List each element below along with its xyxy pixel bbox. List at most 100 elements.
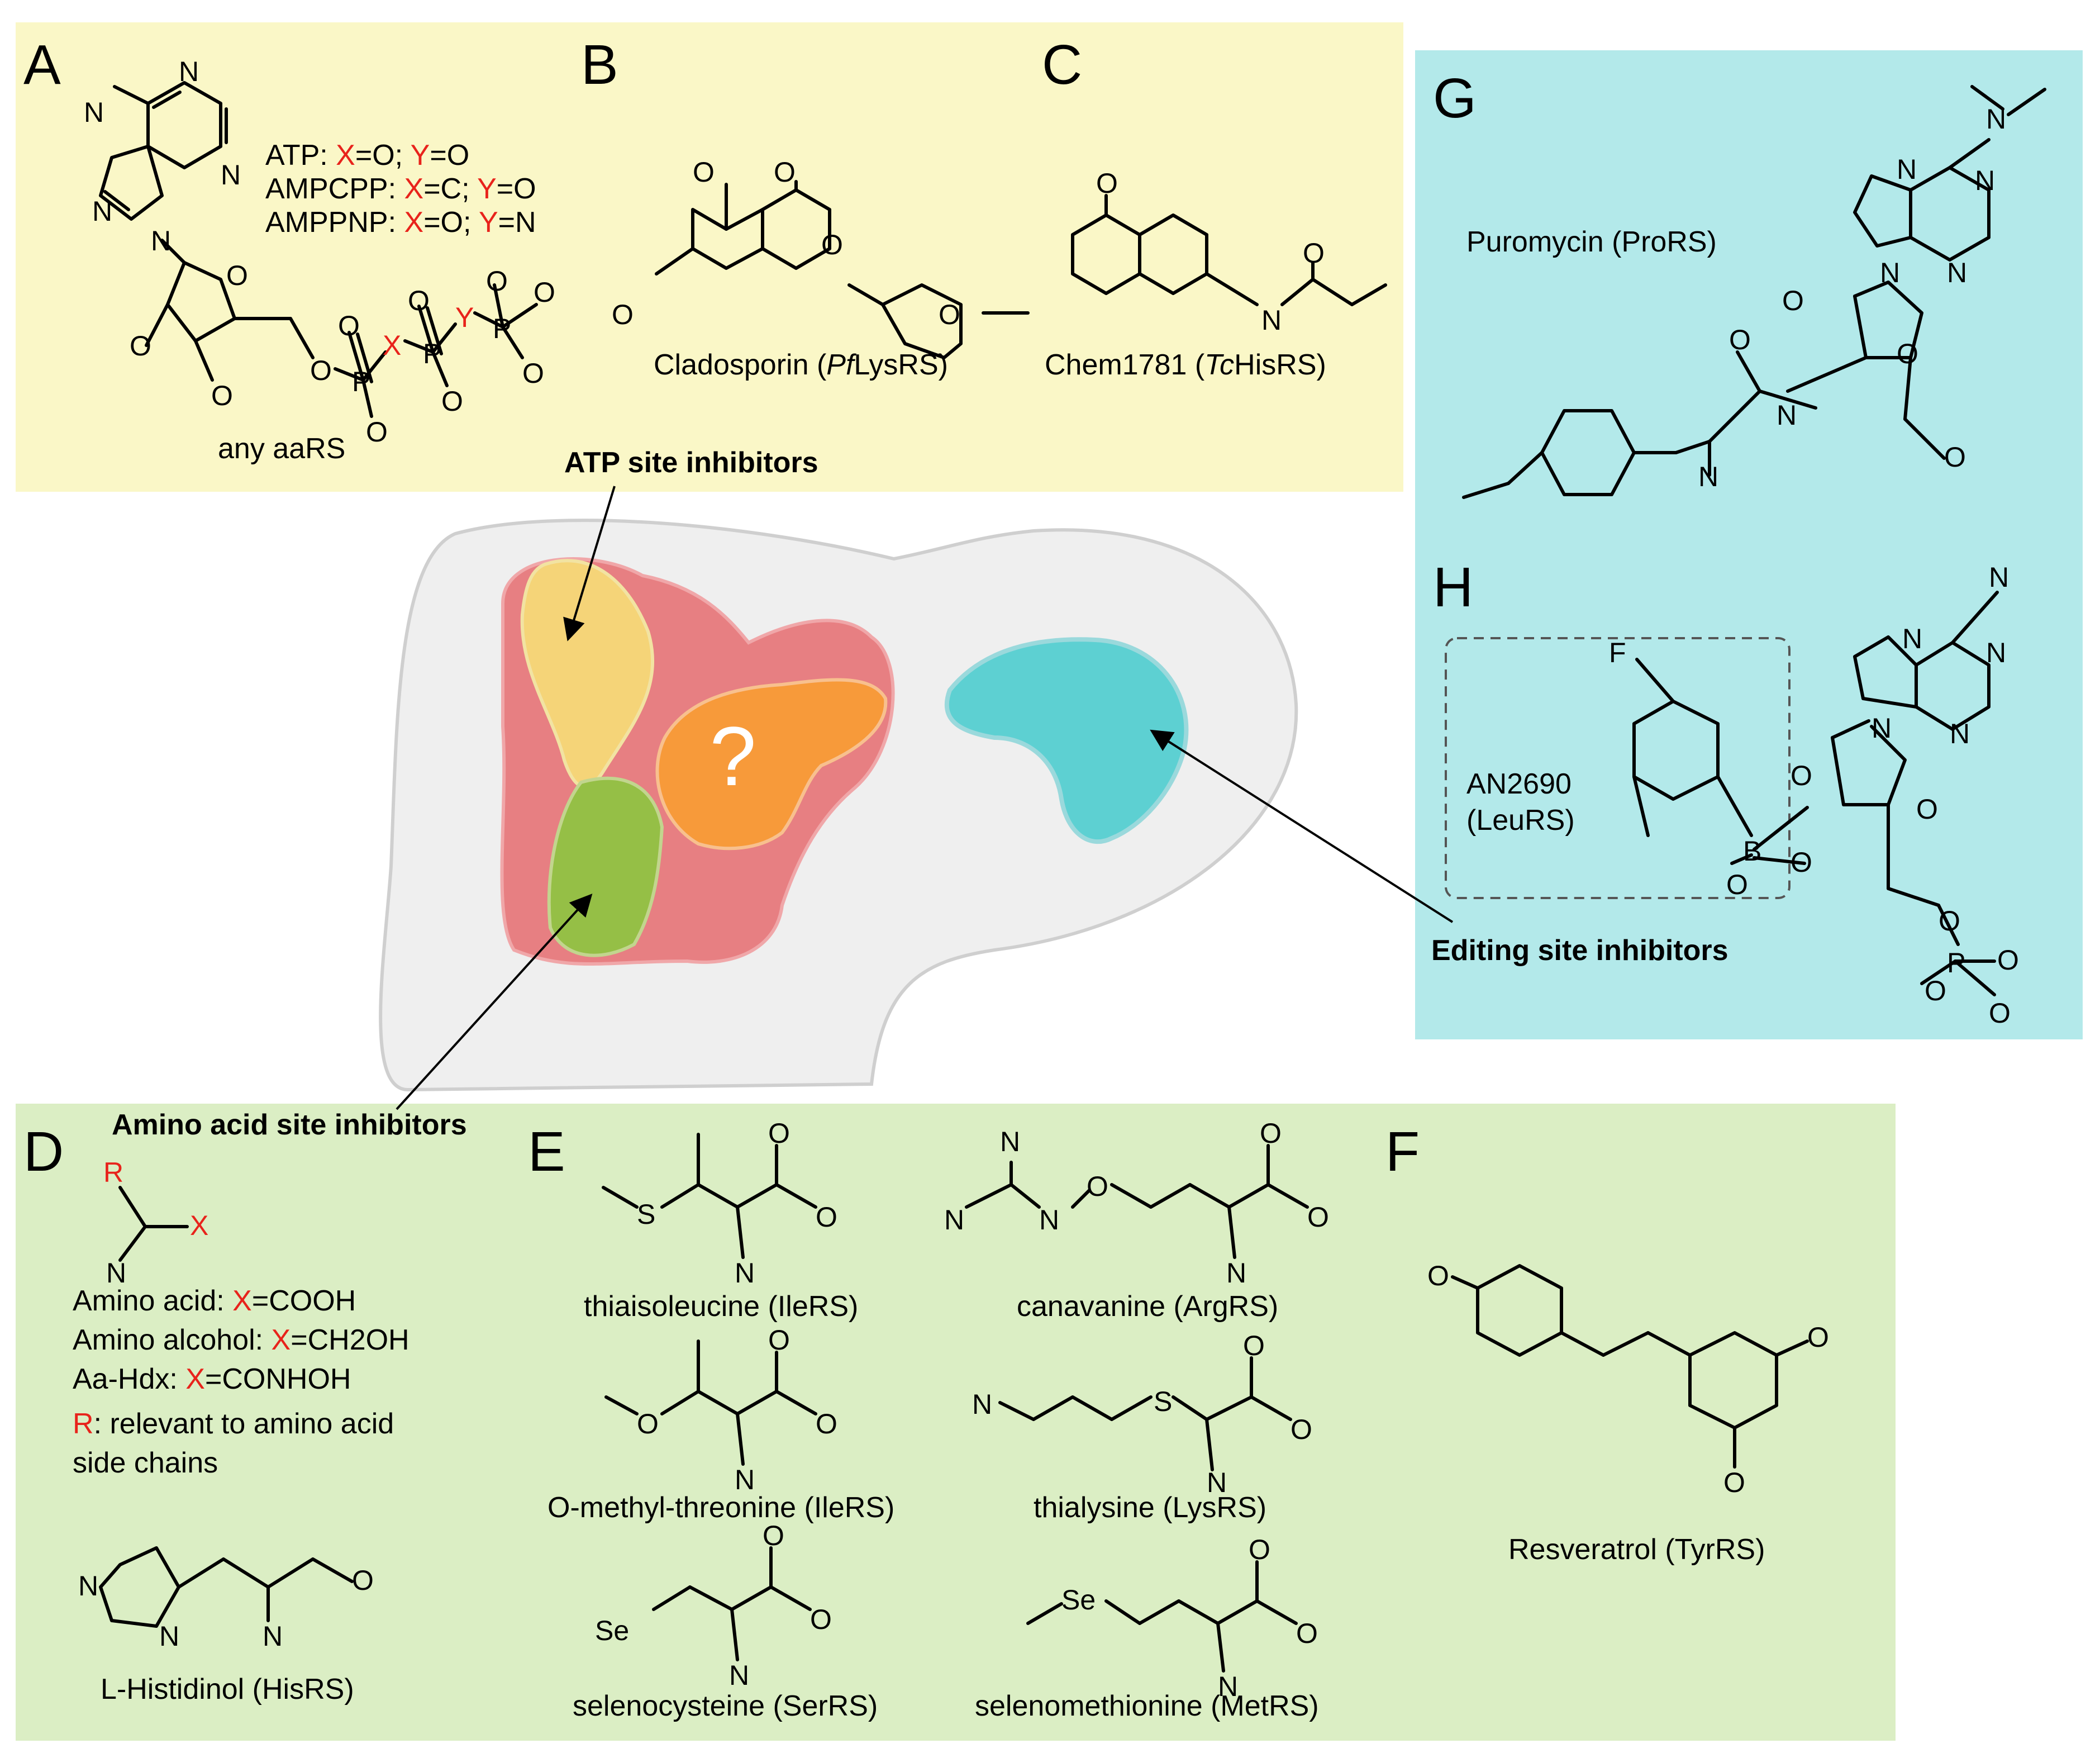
- atom-n: N: [1947, 257, 1967, 288]
- panel-gh-background: [1415, 50, 2083, 1039]
- atom-n: N: [1207, 1467, 1227, 1498]
- atom-x: X: [190, 1210, 208, 1241]
- arrow-amino-acid-site: [396, 894, 593, 1110]
- atom-p: P: [493, 313, 511, 344]
- atom-o: O: [816, 1201, 837, 1233]
- atom-n: N: [1989, 562, 2009, 593]
- atom-r: R: [103, 1157, 123, 1188]
- atom-n: N: [972, 1389, 992, 1420]
- panel-e-caption-5: selenocysteine (SerRS): [573, 1690, 878, 1722]
- atom-o: O: [693, 156, 715, 188]
- atom-o: O: [1096, 168, 1118, 199]
- panel-e-caption-4: thialysine (LysRS): [1034, 1491, 1266, 1524]
- panel-e-caption-3: O-methyl-threonine (IleRS): [547, 1491, 894, 1524]
- panel-letter-h: H: [1433, 556, 1473, 619]
- structure-cladosporin: O O O O O Cladosporin (PfLysRS): [612, 156, 1030, 381]
- atom-n: N: [151, 225, 171, 256]
- atom-n: N: [159, 1621, 179, 1652]
- panel-def-background: [16, 1104, 1896, 1741]
- atom-o: O: [1989, 997, 2011, 1029]
- atom-o: O: [821, 229, 843, 260]
- panel-d-content: R X N Amino acid: X=COOH Amino alcohol: …: [73, 1157, 409, 1706]
- atom-o: O: [534, 277, 555, 308]
- atom-n: N: [1975, 165, 1995, 196]
- panel-letter-b: B: [581, 34, 618, 96]
- atom-n: N: [1950, 718, 1970, 749]
- atom-o: O: [774, 156, 796, 188]
- atom-o: O: [768, 1118, 790, 1149]
- arrow-editing-site: [1150, 729, 1454, 923]
- atom-s: S: [637, 1199, 655, 1230]
- panel-a-legend-atp: ATP: X=O; Y=O: [265, 139, 469, 172]
- atom-o: O: [1260, 1118, 1282, 1149]
- structure-chem1781: O N O Chem1781 (TcHisRS): [1045, 168, 1387, 381]
- atom-o: O: [1296, 1618, 1318, 1649]
- atom-o: O: [211, 380, 233, 411]
- atom-n: N: [1039, 1204, 1059, 1236]
- atom-o: O: [768, 1324, 790, 1356]
- atom-n: N: [1777, 400, 1797, 431]
- atom-o: O: [310, 355, 332, 386]
- panel-letter-c: C: [1042, 34, 1082, 96]
- enzyme-schematic: ?: [379, 519, 1298, 1092]
- atom-o: O: [366, 416, 388, 448]
- atom-o: O: [1307, 1201, 1329, 1233]
- structure-atp-analog: N N N N N O O O O P O O X P O O Y P O O …: [84, 56, 555, 465]
- atom-o: O: [338, 310, 360, 341]
- an2690-dashed-box: [1445, 637, 1791, 899]
- structure-resveratrol: O O O Resveratrol (TyrRS): [1427, 1260, 1829, 1566]
- atom-o: O: [763, 1520, 784, 1551]
- atom-n: N: [1261, 305, 1282, 336]
- atom-n: N: [84, 97, 104, 128]
- atom-s: S: [1154, 1386, 1172, 1417]
- atom-o: O: [1729, 324, 1751, 355]
- panel-d-r-note-line1: R: relevant to amino acid: [73, 1408, 394, 1440]
- panel-letter-e: E: [528, 1120, 565, 1183]
- atom-o: O: [637, 1408, 659, 1440]
- atom-p: P: [352, 366, 370, 397]
- unknown-site: [655, 678, 888, 851]
- atom-o: O: [352, 1565, 374, 1596]
- atom-o: O: [1807, 1322, 1829, 1353]
- atom-o: O: [1427, 1260, 1449, 1291]
- atom-x: X: [383, 330, 401, 361]
- panel-d-legend-aa-hdx: Aa-Hdx: X=CONHOH: [73, 1363, 351, 1395]
- atom-o: O: [1997, 944, 2019, 976]
- atom-o: O: [1249, 1534, 1270, 1565]
- atom-y: Y: [455, 302, 474, 333]
- atom-n: N: [1872, 712, 1892, 744]
- panel-letter-a: A: [23, 34, 61, 96]
- atom-n: N: [1000, 1126, 1020, 1157]
- atom-p: P: [423, 338, 441, 369]
- atom-se: Se: [1061, 1584, 1096, 1616]
- panel-e-caption-1: thiaisoleucine (IleRS): [584, 1290, 858, 1323]
- panel-a-legend-ampcpp: AMPCPP: X=C; Y=O: [265, 173, 536, 205]
- panel-a-caption: any aaRS: [218, 433, 345, 465]
- editing-site: [944, 637, 1189, 844]
- atom-o: O: [522, 358, 544, 389]
- unknown-site-question-mark: ?: [709, 709, 756, 803]
- panel-b-caption: Cladosporin (PfLysRS): [654, 349, 948, 381]
- atom-o: O: [130, 330, 151, 362]
- atom-p: P: [1947, 947, 1965, 978]
- atom-n: N: [1698, 461, 1718, 492]
- panel-letter-g: G: [1433, 67, 1477, 130]
- atom-n: N: [263, 1621, 283, 1652]
- atom-o: O: [1944, 441, 1966, 473]
- structure-an2690: N N N N N O O P O O O O O B O F AN2690 (…: [1445, 562, 2019, 1029]
- atom-b: B: [1743, 835, 1761, 867]
- atom-n: N: [106, 1257, 126, 1289]
- atom-o: O: [486, 265, 508, 297]
- atom-se: Se: [595, 1615, 629, 1646]
- atom-o: O: [1791, 760, 1812, 791]
- atom-o: O: [810, 1604, 832, 1635]
- atom-n: N: [1902, 623, 1922, 654]
- atom-n: N: [1897, 154, 1917, 185]
- atom-o: O: [226, 260, 248, 291]
- atom-n: N: [78, 1570, 98, 1602]
- atom-n: N: [221, 159, 241, 191]
- panel-h-caption-line2: (LeuRS): [1466, 804, 1575, 837]
- editing-site-inhibitors-label: Editing site inhibitors: [1431, 934, 1728, 967]
- atom-n: N: [735, 1257, 755, 1289]
- panel-d-caption: L-Histidinol (HisRS): [101, 1673, 354, 1706]
